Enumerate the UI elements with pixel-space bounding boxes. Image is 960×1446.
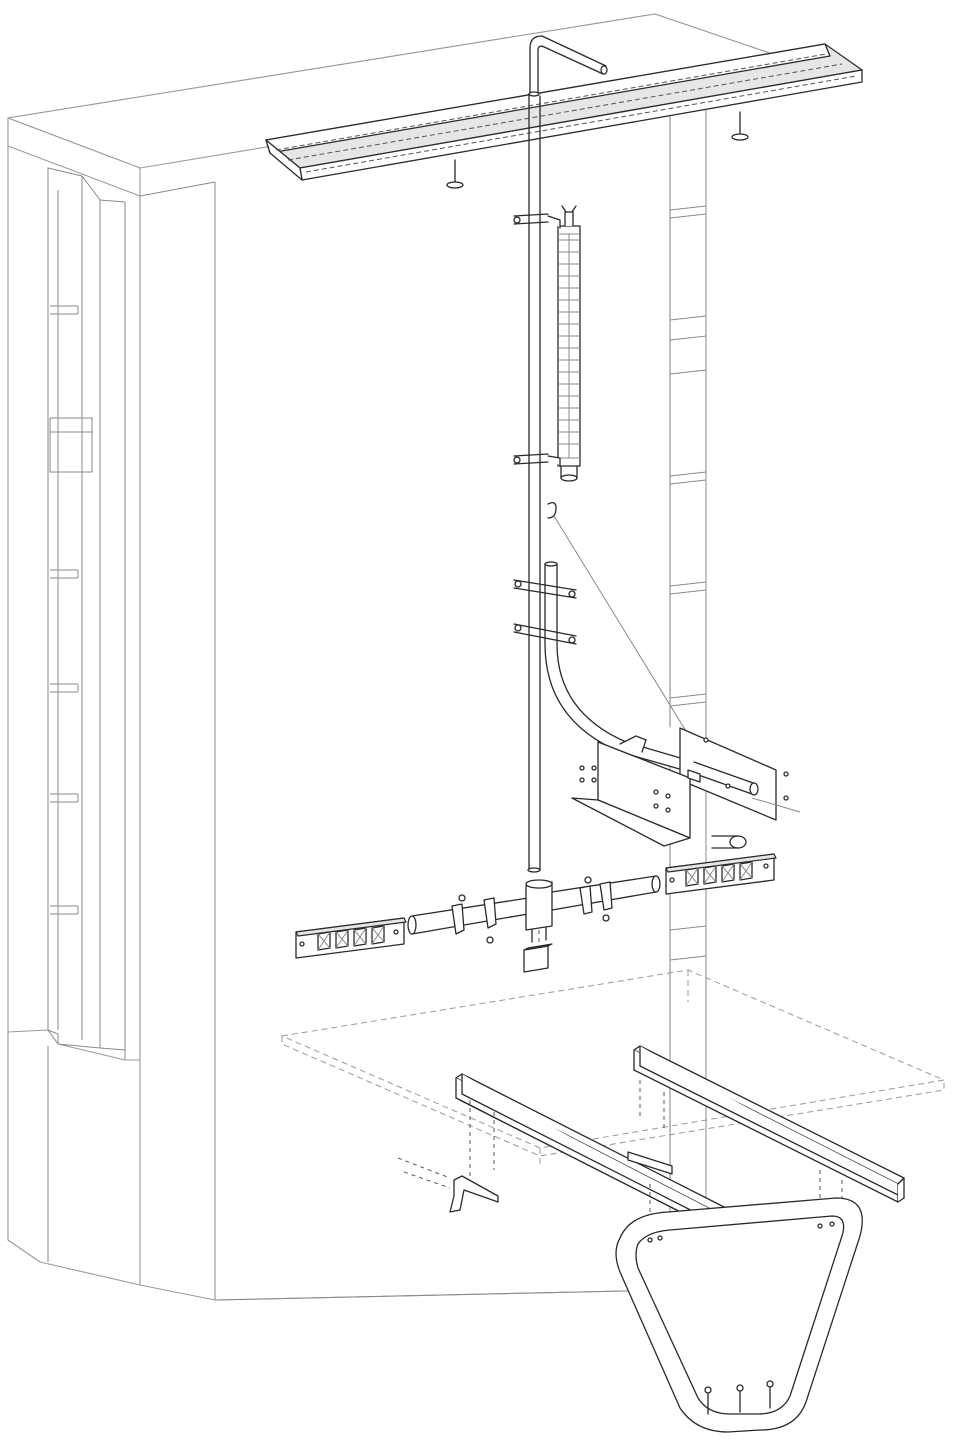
wall-bracket-assembly	[571, 727, 801, 849]
building-context	[7, 13, 791, 1301]
strut-bracket-right	[665, 853, 777, 895]
i-beam-right	[633, 1045, 905, 1218]
hook-bracket	[397, 1157, 499, 1213]
ghost-slab	[280, 969, 946, 1164]
light-tube	[513, 205, 581, 482]
bracket-screws	[579, 737, 789, 813]
right-pegs	[669, 205, 707, 961]
hoop-bolts	[647, 1221, 835, 1415]
conduit-bend	[513, 561, 695, 773]
left-pegs	[50, 305, 79, 915]
strut-bracket-left	[295, 917, 407, 959]
trapezoid-hoop	[615, 1197, 863, 1433]
left-column	[47, 167, 101, 1049]
base-block	[7, 1029, 141, 1286]
vertical-mast	[527, 35, 608, 873]
cable-tray	[265, 43, 863, 189]
i-beam-left	[455, 1073, 727, 1235]
horizontal-crossbar	[407, 875, 661, 973]
